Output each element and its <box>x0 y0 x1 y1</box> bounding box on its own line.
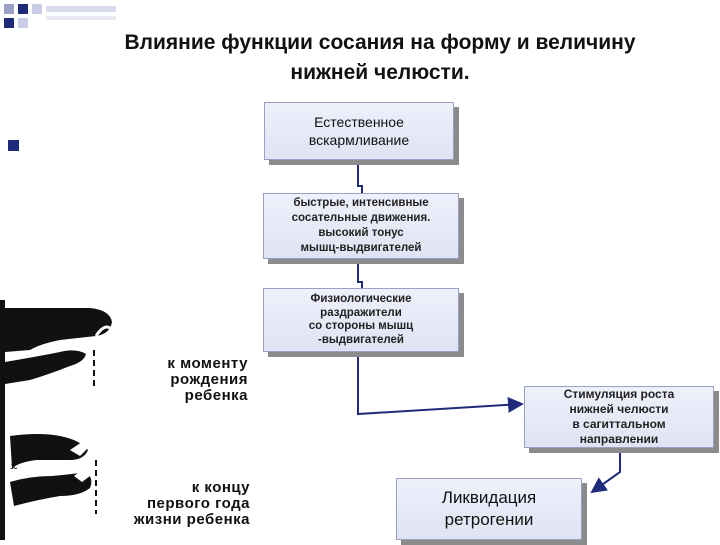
title-line-2: нижней челюсти. <box>290 61 470 84</box>
connector-2-3 <box>357 263 363 288</box>
label-at-birth-line-3: ребенка <box>184 387 248 404</box>
label-at-birth-line-2: рождения <box>170 371 248 388</box>
box4-line-2: нижней челюсти <box>569 402 669 416</box>
box4-line-4: направлении <box>579 432 659 446</box>
decorative-pattern <box>4 4 116 28</box>
box2-line-4: мышц-выдвигателей <box>300 242 422 254</box>
box3-line-2: раздражители <box>320 306 402 319</box>
box2-line-3: высокий тонус <box>318 227 404 239</box>
box2-line-1: быстрые, интенсивные <box>293 197 429 209</box>
connector-1-2 <box>357 164 363 193</box>
box-growth-stimulation: Стимуляция роста нижней челюсти в сагитт… <box>524 386 714 448</box>
box5-line-2: ретрогении <box>444 510 534 529</box>
jaw-drawing <box>0 300 258 540</box>
box1-line-1: Естественное <box>314 114 404 130</box>
jaw-illustration <box>0 300 258 540</box>
box3-line-1: Физиологические <box>310 293 412 305</box>
box1-line-2: вскармливание <box>308 132 410 148</box>
title-line-1: Влияние функции сосания на форму и велич… <box>124 31 636 54</box>
slide-title: Влияние функции сосания на форму и велич… <box>60 28 700 88</box>
box-physiological-stimuli: Физиологические раздражители со стороны … <box>263 288 459 352</box>
box-retrogenia-elimination: Ликвидация ретрогении <box>396 478 582 540</box>
label-first-year-line-3: жизни ребенка <box>133 511 250 528</box>
box-natural-feeding: Естественное вскармливание <box>264 102 454 160</box>
label-at-birth: к моменту рождения ребенка <box>140 356 248 404</box>
box4-line-3: в сагиттальном <box>572 417 666 431</box>
connector-4-5 <box>590 452 621 494</box>
label-first-year: к концу первого года жизни ребенка <box>130 480 250 528</box>
label-at-birth-line-1: к моменту <box>167 355 248 372</box>
label-first-year-line-2: первого года <box>146 495 250 512</box>
connector-3-4 <box>357 356 524 416</box>
box3-line-4: -выдвигателей <box>317 333 404 346</box>
label-first-year-line-1: к концу <box>191 479 250 496</box>
box2-line-2: сосательные движения. <box>291 212 431 224</box>
box5-line-1: Ликвидация <box>441 488 537 507</box>
box4-line-1: Стимуляция роста <box>563 387 675 401</box>
bullet-square <box>8 140 19 151</box>
box3-line-3: со стороны мышц <box>308 320 414 332</box>
box-sucking-movements: быстрые, интенсивные сосательные движени… <box>263 193 459 259</box>
illustration-marker: ᴥ <box>10 458 18 472</box>
